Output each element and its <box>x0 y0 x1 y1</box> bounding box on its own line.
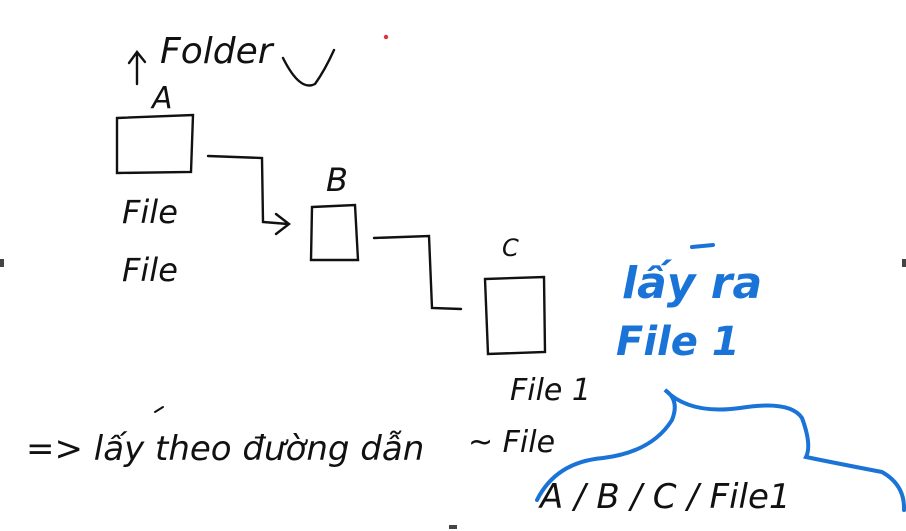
folder-label-stroke <box>281 48 336 87</box>
folder-c-label: C <box>502 234 519 262</box>
left-edge-handle[interactable] <box>0 259 4 267</box>
folder-b-label: B <box>326 161 348 199</box>
bottom-edge-handle[interactable] <box>449 525 457 529</box>
folder-a-box <box>115 113 195 175</box>
blue-accent-stroke <box>690 243 715 249</box>
right-edge-handle[interactable] <box>902 259 906 267</box>
connector-b-c <box>372 234 463 311</box>
path-example: A / B / C / File1 <box>540 477 791 517</box>
accent-tick <box>154 406 164 413</box>
path-brace-stroke <box>535 388 906 512</box>
up-arrow-icon <box>127 50 147 86</box>
red-dot <box>383 34 389 40</box>
approx-file-label: ~ File <box>468 425 556 460</box>
folder-c-box <box>483 275 547 356</box>
connector-a-b <box>206 154 291 236</box>
file-c-label: File 1 <box>510 373 592 408</box>
path-note: => lấy theo đường dẫn <box>26 429 425 469</box>
get-out-note: lấy ra <box>622 258 763 309</box>
get-out-file: File 1 <box>616 319 740 365</box>
file-label-1: File <box>122 193 178 231</box>
folder-b-box <box>309 203 360 262</box>
folder-label: Folder <box>160 31 273 72</box>
file-label-2: File <box>122 251 178 289</box>
folder-a-label: A <box>152 81 173 116</box>
